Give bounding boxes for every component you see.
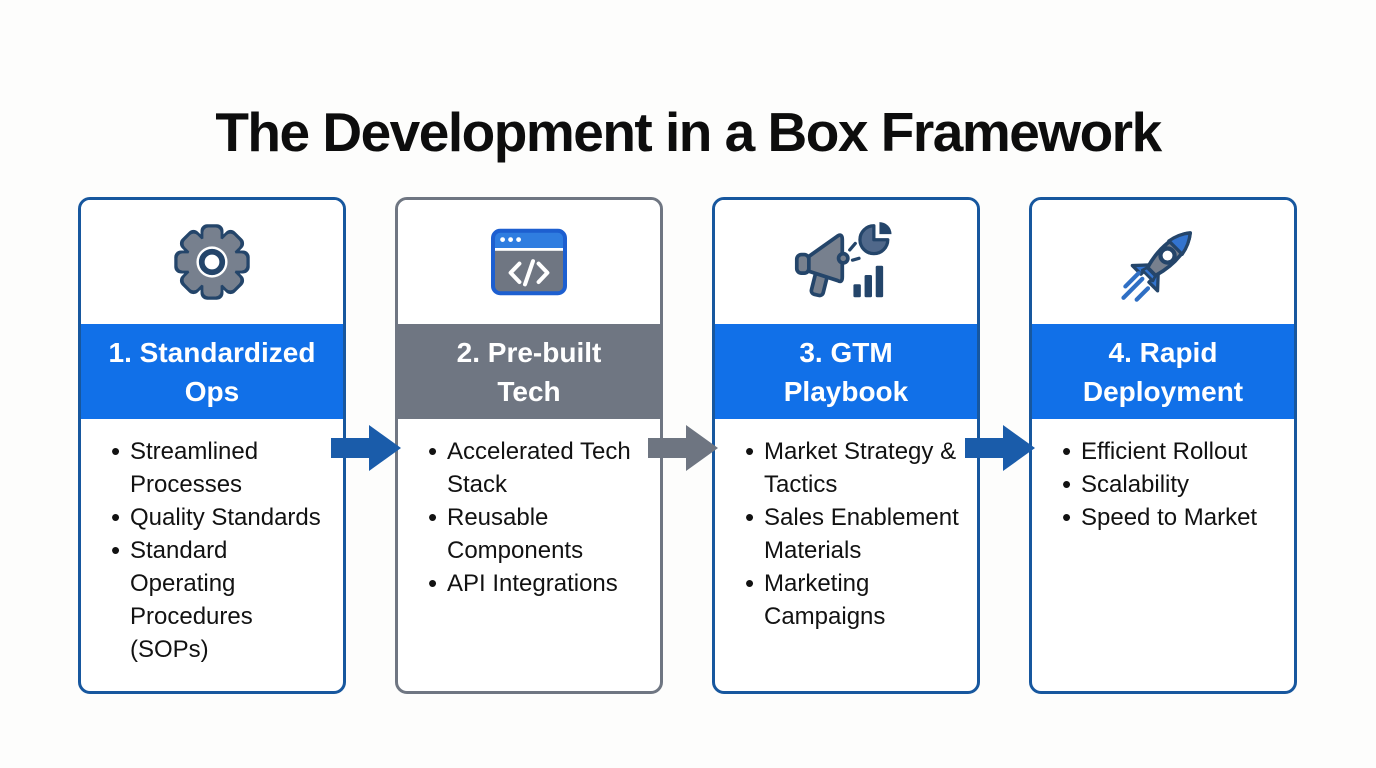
bullet-item: Marketing Campaigns	[745, 567, 969, 633]
bullet-item: API Integrations	[428, 567, 652, 600]
card-icon-area	[715, 200, 977, 324]
bullet-item: Quality Standards	[111, 501, 335, 534]
card-standardized-ops: 1. Standardized Ops Streamlined Processe…	[78, 197, 346, 694]
card-header: 1. Standardized Ops	[81, 324, 343, 419]
bullet-item: Efficient Rollout	[1062, 435, 1286, 468]
card-title-line: 1. Standardized	[108, 336, 316, 368]
page-title: The Development in a Box Framework	[215, 100, 1162, 163]
rocket-icon	[1121, 231, 1193, 302]
bullet-item: Sales Enablement Materials	[745, 501, 969, 567]
bullet-item: Market Strategy & Tactics	[745, 435, 969, 501]
bullet-item: Streamlined Processes	[111, 435, 335, 501]
bullet-list: Streamlined ProcessesQuality StandardsSt…	[81, 419, 343, 666]
card-title-line: Ops	[184, 375, 240, 407]
card-icon-area	[398, 200, 660, 324]
card-gtm-playbook: 3. GTM Playbook Market Strategy & Tactic…	[712, 197, 980, 694]
card-icon-area	[1032, 200, 1294, 324]
bullet-item: Speed to Market	[1062, 501, 1286, 534]
card-title-line: Deployment	[1082, 375, 1244, 407]
card-title-line: Playbook	[783, 375, 909, 407]
flow-arrow-icon	[965, 425, 1035, 471]
bullet-list: Efficient RolloutScalabilitySpeed to Mar…	[1032, 419, 1294, 534]
card-header: 4. Rapid Deployment	[1032, 324, 1294, 419]
card-pre-built-tech: 2. Pre-built Tech Accelerated Tech Stack…	[395, 197, 663, 694]
bullet-item: Accelerated Tech Stack	[428, 435, 652, 501]
bullet-list: Accelerated Tech StackReusable Component…	[398, 419, 660, 600]
flow-arrow-icon	[331, 425, 401, 471]
megaphone-analytics-icon	[794, 222, 892, 298]
bullet-item: Standard Operating Procedures (SOPs)	[111, 534, 335, 666]
card-title-line: Tech	[497, 375, 561, 407]
card-rapid-deployment: 4. Rapid Deployment Efficient RolloutSca…	[1029, 197, 1297, 694]
framework-cards-row: 1. Standardized Ops Streamlined Processe…	[78, 197, 1297, 694]
bullet-list: Market Strategy & TacticsSales Enablemen…	[715, 419, 977, 633]
card-title-line: 3. GTM	[799, 336, 893, 368]
flow-arrow-icon	[648, 425, 718, 471]
card-title-line: 2. Pre-built	[456, 336, 602, 368]
card-title-line: 4. Rapid	[1108, 336, 1218, 368]
card-header: 2. Pre-built Tech	[398, 324, 660, 419]
bullet-item: Reusable Components	[428, 501, 652, 567]
bullet-item: Scalability	[1062, 468, 1286, 501]
code-window-icon	[491, 228, 567, 296]
card-header: 3. GTM Playbook	[715, 324, 977, 419]
card-icon-area	[81, 200, 343, 324]
gear-icon	[174, 224, 250, 300]
